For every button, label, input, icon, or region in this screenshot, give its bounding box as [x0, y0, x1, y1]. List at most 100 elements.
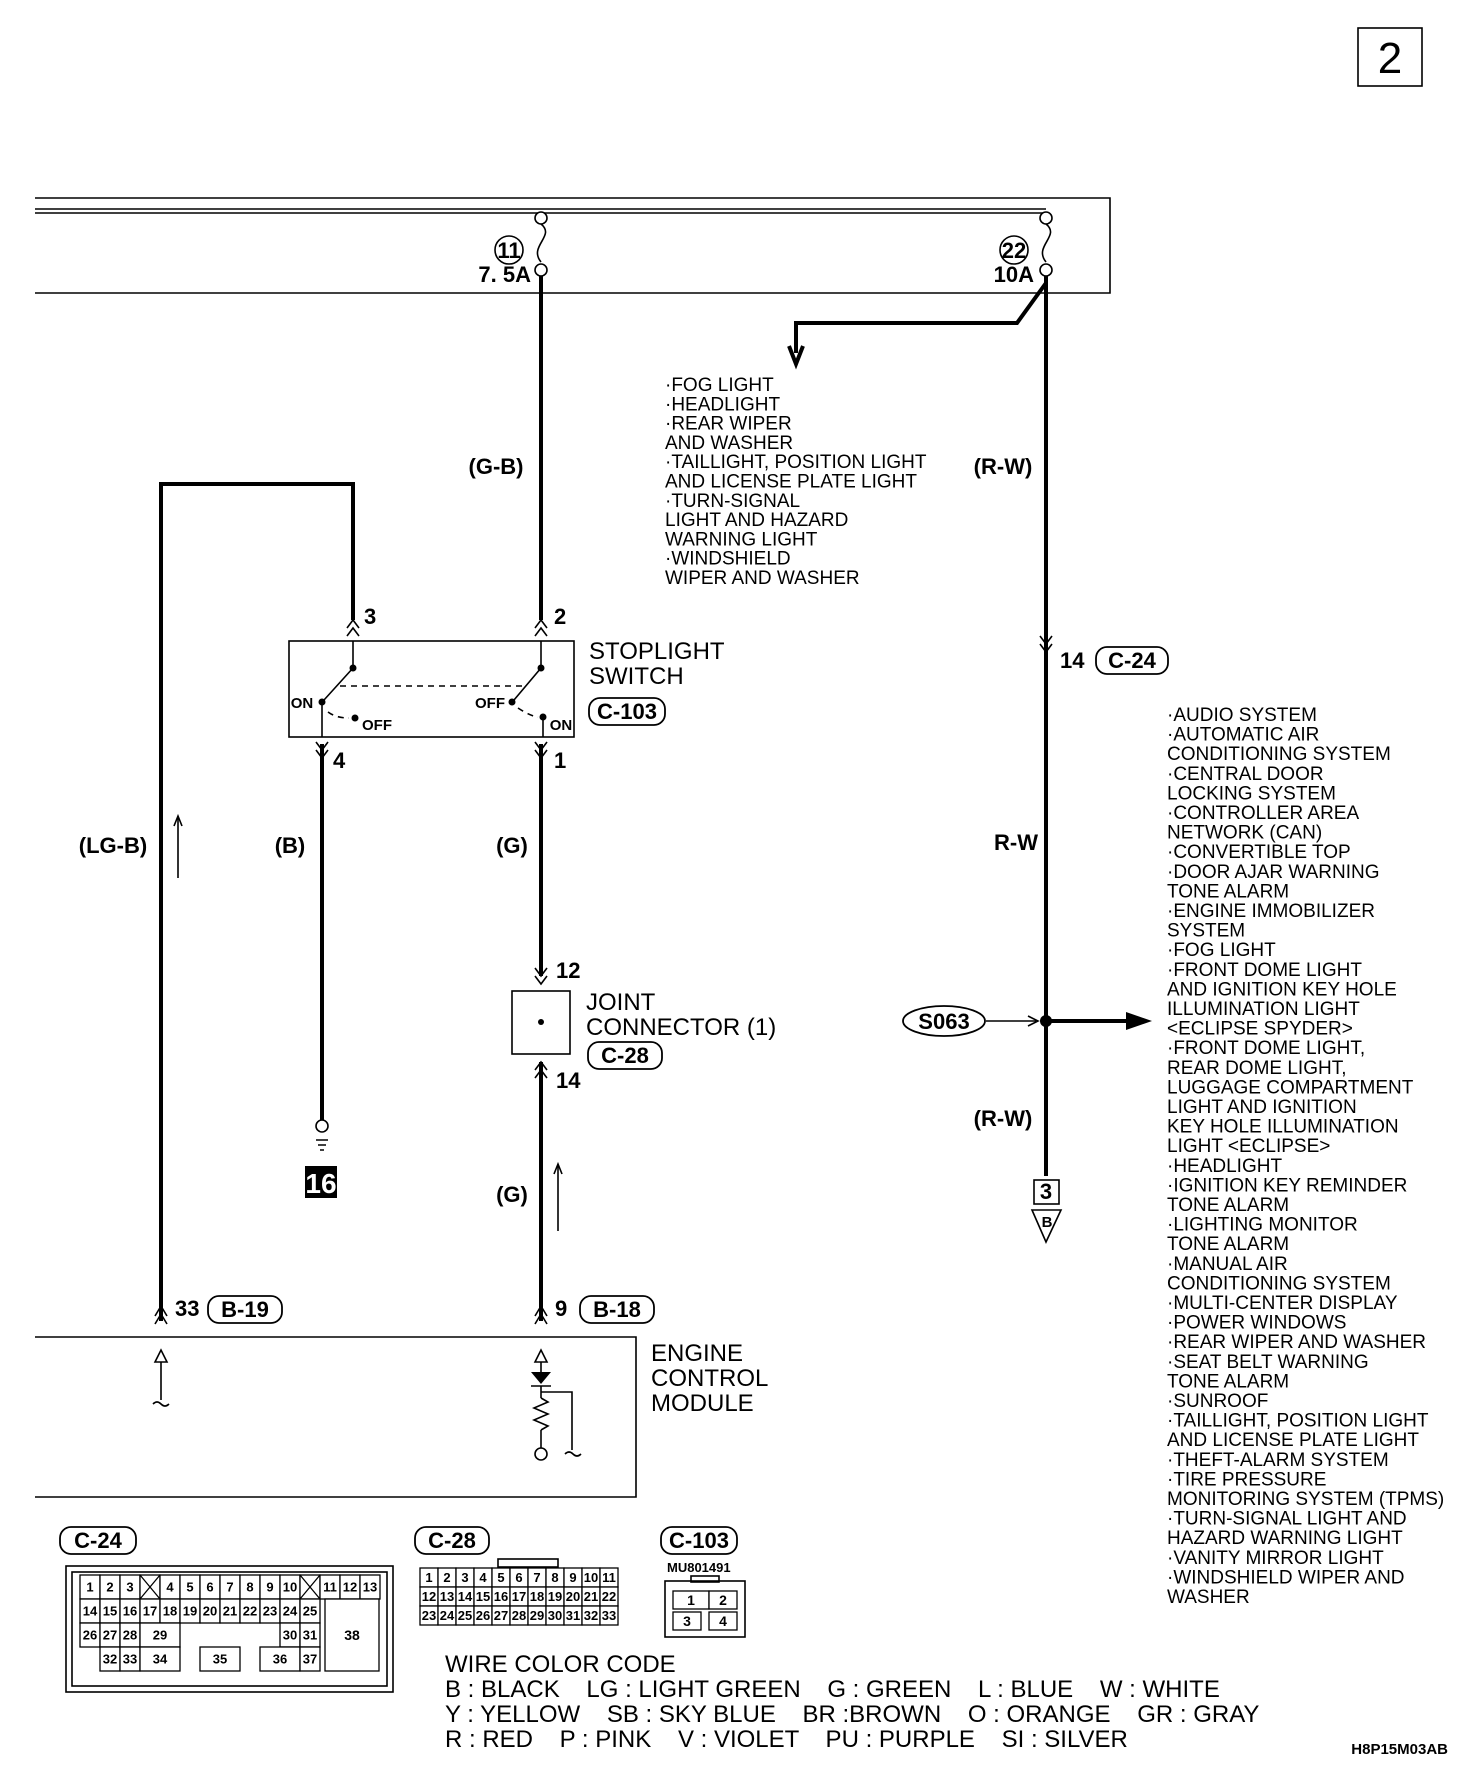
- c103-pill-label: C-103: [597, 699, 657, 724]
- c24-pin-label: 7: [226, 1580, 233, 1595]
- diagram-code: H8P15M03AB: [1351, 1741, 1448, 1758]
- c28-pin-label: 9: [569, 1570, 576, 1585]
- fuse-22-number: 22: [1002, 238, 1026, 263]
- fuse22-branch-list-item: ·FOG LIGHT: [665, 375, 774, 396]
- c28-pin-label: 33: [602, 1608, 616, 1623]
- c24-pin-38: [324, 1598, 380, 1672]
- c24-pin-label: 36: [273, 1652, 287, 1667]
- c28-pin-label: 18: [530, 1589, 544, 1604]
- c24-pin-label: 34: [153, 1652, 168, 1667]
- c24-pin-label: 37: [303, 1652, 317, 1667]
- c24-pin-label: 24: [283, 1604, 298, 1619]
- switch-pin-4: 4: [333, 748, 346, 773]
- splice-branch-list-item: ·WINDSHIELD WIPER AND: [1167, 1567, 1405, 1588]
- switch-pin-2: 2: [554, 604, 566, 629]
- c24-pin-label: 28: [123, 1628, 137, 1643]
- c28-pin-label: 21: [584, 1589, 598, 1604]
- switch-off-left: OFF: [362, 717, 392, 734]
- splice-branch-list-item: ·FRONT DOME LIGHT: [1167, 960, 1362, 981]
- junction-block-outline: [35, 197, 1111, 294]
- splice-branch-list-item: ·DOOR AJAR WARNING: [1167, 862, 1380, 883]
- c24-pin-label: 12: [343, 1580, 357, 1595]
- fuse-11-number: 11: [497, 238, 520, 263]
- g-flow-arrowhead: [553, 1161, 563, 1175]
- splice-branch-list-item: ·TAILLIGHT, POSITION LIGHT: [1167, 1411, 1429, 1432]
- c24-pin: [139, 1622, 181, 1648]
- splice-branch-list-item: WASHER: [1167, 1587, 1250, 1608]
- wire-color-line-1: B : BLACK LG : LIGHT GREEN G : GREEN L :…: [445, 1676, 1220, 1703]
- offpage-letter: B: [1042, 1214, 1053, 1231]
- b18-pill: [579, 1295, 655, 1324]
- c24-pin-label: 10: [283, 1580, 297, 1595]
- splice-branch-list-item: CONDITIONING SYSTEM: [1167, 1273, 1391, 1294]
- splice-branch-list-item: LIGHT <ECLIPSE>: [1167, 1136, 1330, 1157]
- splice-branch-list-item: ·TIRE PRESSURE: [1167, 1469, 1326, 1490]
- switch-on-right: ON: [550, 717, 573, 734]
- c24-pin-label: 8: [246, 1580, 253, 1595]
- fuse-22-number-circle: [999, 235, 1029, 265]
- splice-branch-list-item: ·THEFT-ALARM SYSTEM: [1167, 1450, 1389, 1471]
- c24-pin-label: 32: [103, 1652, 117, 1667]
- switch-name-1: STOPLIGHT: [589, 638, 725, 665]
- c24-pin-label: 11: [323, 1580, 337, 1595]
- c24-pin-label: 3: [126, 1580, 133, 1595]
- switch-pin-1: 1: [554, 748, 566, 773]
- c28-pin-label: 11: [602, 1570, 616, 1585]
- c24-face-outline: [65, 1565, 394, 1693]
- c28-pin-label: 20: [566, 1589, 580, 1604]
- c28-pin-label: 14: [458, 1589, 473, 1604]
- c28-pin-label: 28: [512, 1608, 526, 1623]
- fuse-11-rating: 7. 5A: [478, 262, 531, 287]
- splice-branch-list-item: LOCKING SYSTEM: [1167, 783, 1336, 804]
- c24-pin-label: 23: [263, 1604, 277, 1619]
- fuse22-branch-list-item: ·REAR WIPER: [665, 414, 792, 435]
- splice-branch-list-item: TONE ALARM: [1167, 1234, 1289, 1255]
- c28-pin-label: 26: [476, 1608, 490, 1623]
- splice-branch-list-item: KEY HOLE ILLUMINATION: [1167, 1117, 1399, 1138]
- c103-part-number: MU801491: [667, 1560, 731, 1575]
- joint-pin-12: 12: [556, 958, 580, 983]
- ecm-pin-33: 33: [175, 1296, 199, 1321]
- c24-pin-label: 15: [103, 1604, 117, 1619]
- splice-branch-list-item: TONE ALARM: [1167, 1371, 1289, 1392]
- fuse-22-rating: 10A: [994, 262, 1034, 287]
- ecm-name-1: ENGINE: [651, 1340, 743, 1367]
- c28-pin-label: 15: [476, 1589, 490, 1604]
- page-number-box: [1357, 27, 1423, 87]
- splice-branch-list-item: ·CONVERTIBLE TOP: [1167, 842, 1351, 863]
- c28-pin-label: 1: [425, 1570, 432, 1585]
- c24-pin-label: 22: [243, 1604, 257, 1619]
- c24-pill: [1095, 646, 1169, 675]
- c28-pin-label: 3: [461, 1570, 468, 1585]
- c103-pin: [708, 1590, 738, 1610]
- fuse-11-number-circle: [494, 235, 524, 265]
- ground-terminal: [315, 1119, 329, 1133]
- c24-pin: 14: [1060, 648, 1085, 673]
- splice-branch-list-item: REAR DOME LIGHT,: [1167, 1058, 1346, 1079]
- c24-pin-label: 16: [123, 1604, 137, 1619]
- c24-pin-label: 18: [163, 1604, 177, 1619]
- c28-pin-label: 24: [440, 1608, 455, 1623]
- c24-pin-label: 5: [186, 1580, 193, 1595]
- c28-pin-label: 4: [479, 1570, 487, 1585]
- wire-g-upper-label: (G): [496, 833, 528, 858]
- splice-branch-list-item: ·FRONT DOME LIGHT,: [1167, 1038, 1365, 1059]
- c28-pin-label: 25: [458, 1608, 472, 1623]
- c24-pin-label: 13: [363, 1580, 377, 1595]
- c28-pill: [587, 1041, 663, 1070]
- c24-pin-label: 33: [123, 1652, 137, 1667]
- splice-branch-list-item: SYSTEM: [1167, 921, 1245, 942]
- splice-leader-arrow: [1027, 1015, 1040, 1027]
- ecm-name-2: CONTROL: [651, 1365, 768, 1392]
- c24-pin: [299, 1646, 321, 1672]
- lg-b-flow-arrowhead: [173, 813, 183, 827]
- fuse22-branch-list-item: WARNING LIGHT: [665, 529, 818, 550]
- splice-branch-list: ·AUDIO SYSTEM·AUTOMATIC AIR CONDITIONING…: [1167, 705, 1444, 1608]
- c28-pin-label: 32: [584, 1608, 598, 1623]
- c24-pin-label: 14: [83, 1604, 98, 1619]
- c24-blank-pin: [139, 1574, 161, 1600]
- splice-s063-label: S063: [918, 1009, 969, 1034]
- splice-branch-list-item: TONE ALARM: [1167, 1195, 1289, 1216]
